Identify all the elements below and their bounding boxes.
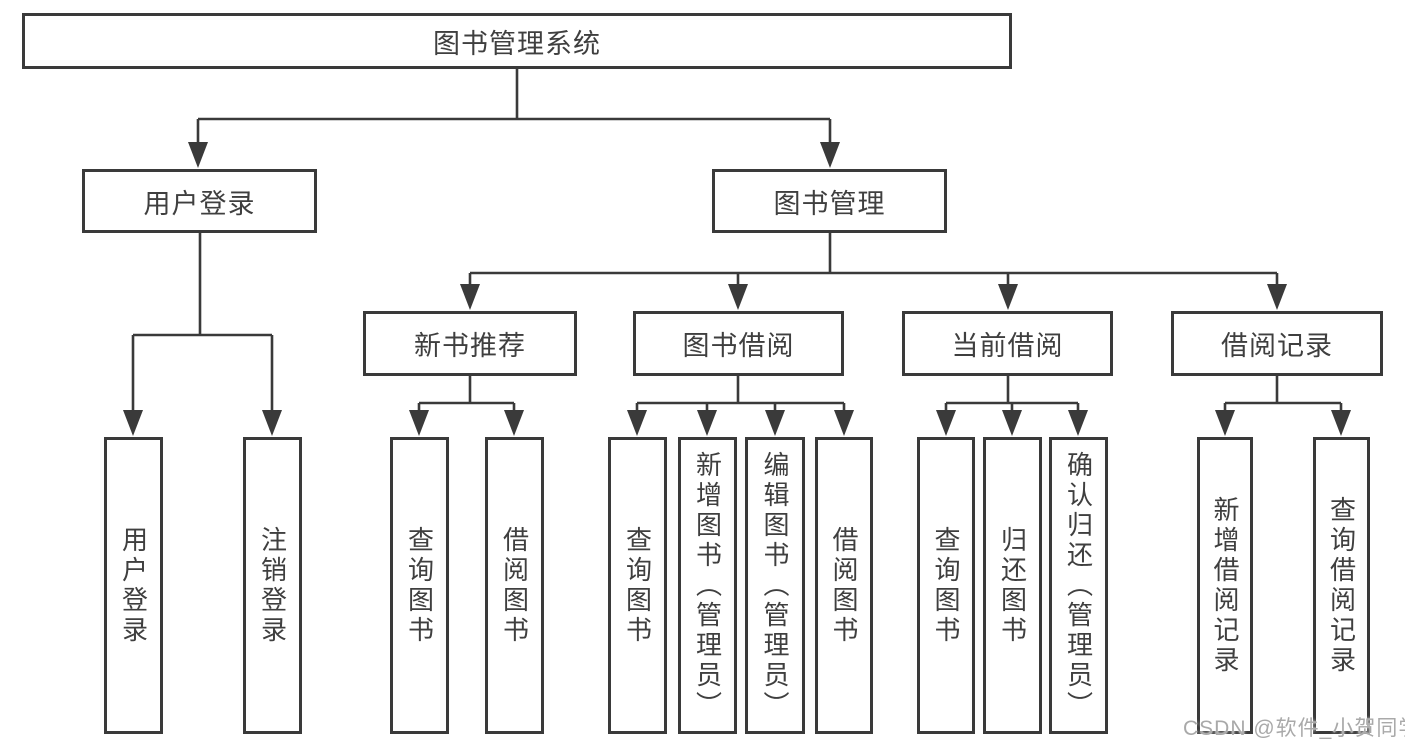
leaf-br-query-record: 查询借阅记录 (1313, 437, 1370, 734)
node-new-book-recommend-label: 新书推荐 (414, 331, 526, 361)
leaf-br-add-record-label: 新增借阅记录 (1210, 495, 1240, 676)
node-book-borrowing-label: 图书借阅 (682, 331, 795, 361)
node-book-management-label: 图书管理 (773, 188, 886, 219)
leaf-user-login: 用户登录 (104, 437, 163, 734)
leaf-nb-query-books-label: 查询图书 (404, 525, 435, 646)
leaf-br-query-record-label: 查询借阅记录 (1326, 495, 1357, 676)
leaf-bb-query-books-label: 查询图书 (622, 525, 653, 646)
node-borrow-records-label: 借阅记录 (1221, 331, 1333, 361)
node-book-borrowing: 图书借阅 (633, 311, 844, 376)
node-book-management: 图书管理 (712, 169, 947, 233)
leaf-cb-confirm-return-admin: 确认归还（管理员） (1049, 437, 1108, 734)
leaf-cb-return-books: 归还图书 (983, 437, 1042, 734)
leaf-user-login-label: 用户登录 (118, 525, 149, 646)
node-user-login: 用户登录 (82, 169, 317, 233)
leaf-nb-borrow-books-label: 借阅图书 (499, 525, 530, 646)
leaf-cb-query-books: 查询图书 (917, 437, 975, 734)
leaf-logout-label: 注销登录 (257, 525, 288, 646)
leaf-bb-add-books-admin: 新增图书（管理员） (678, 437, 737, 734)
leaf-br-add-record: 新增借阅记录 (1197, 437, 1253, 734)
leaf-logout: 注销登录 (243, 437, 302, 734)
leaf-nb-query-books: 查询图书 (390, 437, 449, 734)
node-library-system: 图书管理系统 (22, 13, 1012, 69)
leaf-cb-confirm-return-admin-label: 确认归还（管理员） (1063, 450, 1094, 721)
node-borrow-records: 借阅记录 (1171, 311, 1383, 376)
node-current-borrowing: 当前借阅 (902, 311, 1113, 376)
leaf-nb-borrow-books: 借阅图书 (485, 437, 544, 734)
leaf-bb-add-books-admin-label: 新增图书（管理员） (692, 450, 723, 721)
csdn-watermark: CSDN @软件_小贺同学 (1183, 717, 1405, 740)
leaf-bb-edit-books-admin-label: 编辑图书（管理员） (760, 450, 790, 721)
node-new-book-recommend: 新书推荐 (363, 311, 577, 376)
node-current-borrowing-label: 当前借阅 (951, 331, 1064, 361)
node-user-login-label: 用户登录 (143, 188, 256, 219)
leaf-bb-query-books: 查询图书 (608, 437, 667, 734)
leaf-bb-edit-books-admin: 编辑图书（管理员） (745, 437, 805, 734)
leaf-cb-query-books-label: 查询图书 (931, 525, 961, 646)
leaf-bb-borrow-books-label: 借阅图书 (829, 525, 859, 646)
leaf-bb-borrow-books: 借阅图书 (815, 437, 873, 734)
leaf-cb-return-books-label: 归还图书 (997, 525, 1028, 646)
node-library-system-label: 图书管理系统 (433, 28, 601, 59)
